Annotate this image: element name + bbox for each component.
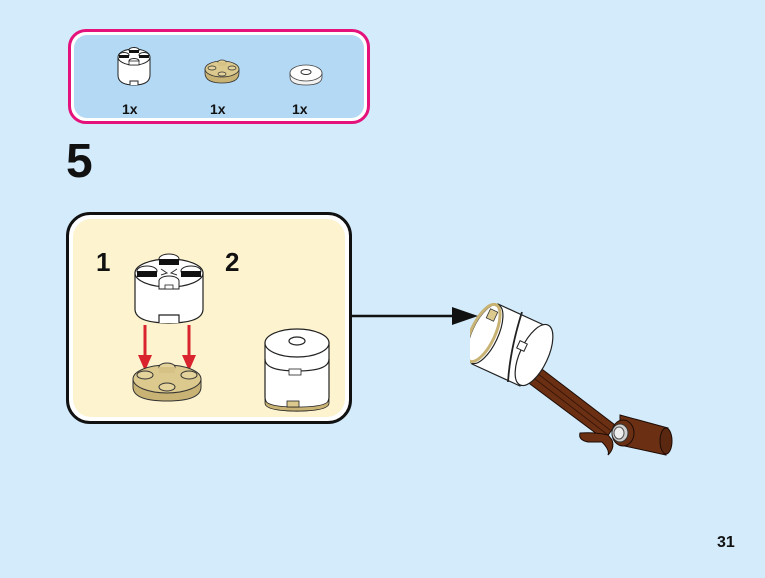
tan-round-plate (132, 362, 202, 402)
white-round-tile-icon (289, 64, 323, 86)
part-quantity: 1x (292, 101, 308, 117)
tan-round-plate-icon (204, 59, 240, 84)
step-number: 5 (66, 135, 93, 188)
sub-step-2-illustration (264, 328, 330, 412)
sub-step-1-illustration (132, 253, 204, 402)
brown-arm (521, 359, 673, 456)
parts-list-item: 1x (110, 35, 180, 120)
white-round-brick (134, 253, 204, 324)
sub-step-number: 2 (225, 247, 240, 277)
assembly-arrows (138, 325, 196, 371)
parts-list-callout: 1x 1x 1x (68, 29, 370, 124)
result-arrow (352, 307, 478, 325)
sub-assembly-callout: 1 2 (66, 212, 352, 424)
sub-assembly-background: 1 2 (73, 219, 345, 417)
part-quantity: 1x (210, 101, 226, 117)
white-round-brick-icon (117, 47, 151, 86)
parts-list-item: 1x (284, 35, 354, 120)
white-round-cylinder (470, 302, 554, 387)
assembled-model-illustration (470, 302, 673, 456)
sub-step-number: 1 (96, 247, 111, 277)
parts-list-item: 1x (198, 35, 268, 120)
part-quantity: 1x (122, 101, 138, 117)
parts-list-background: 1x 1x 1x (74, 35, 364, 118)
page-number: 31 (717, 534, 735, 551)
